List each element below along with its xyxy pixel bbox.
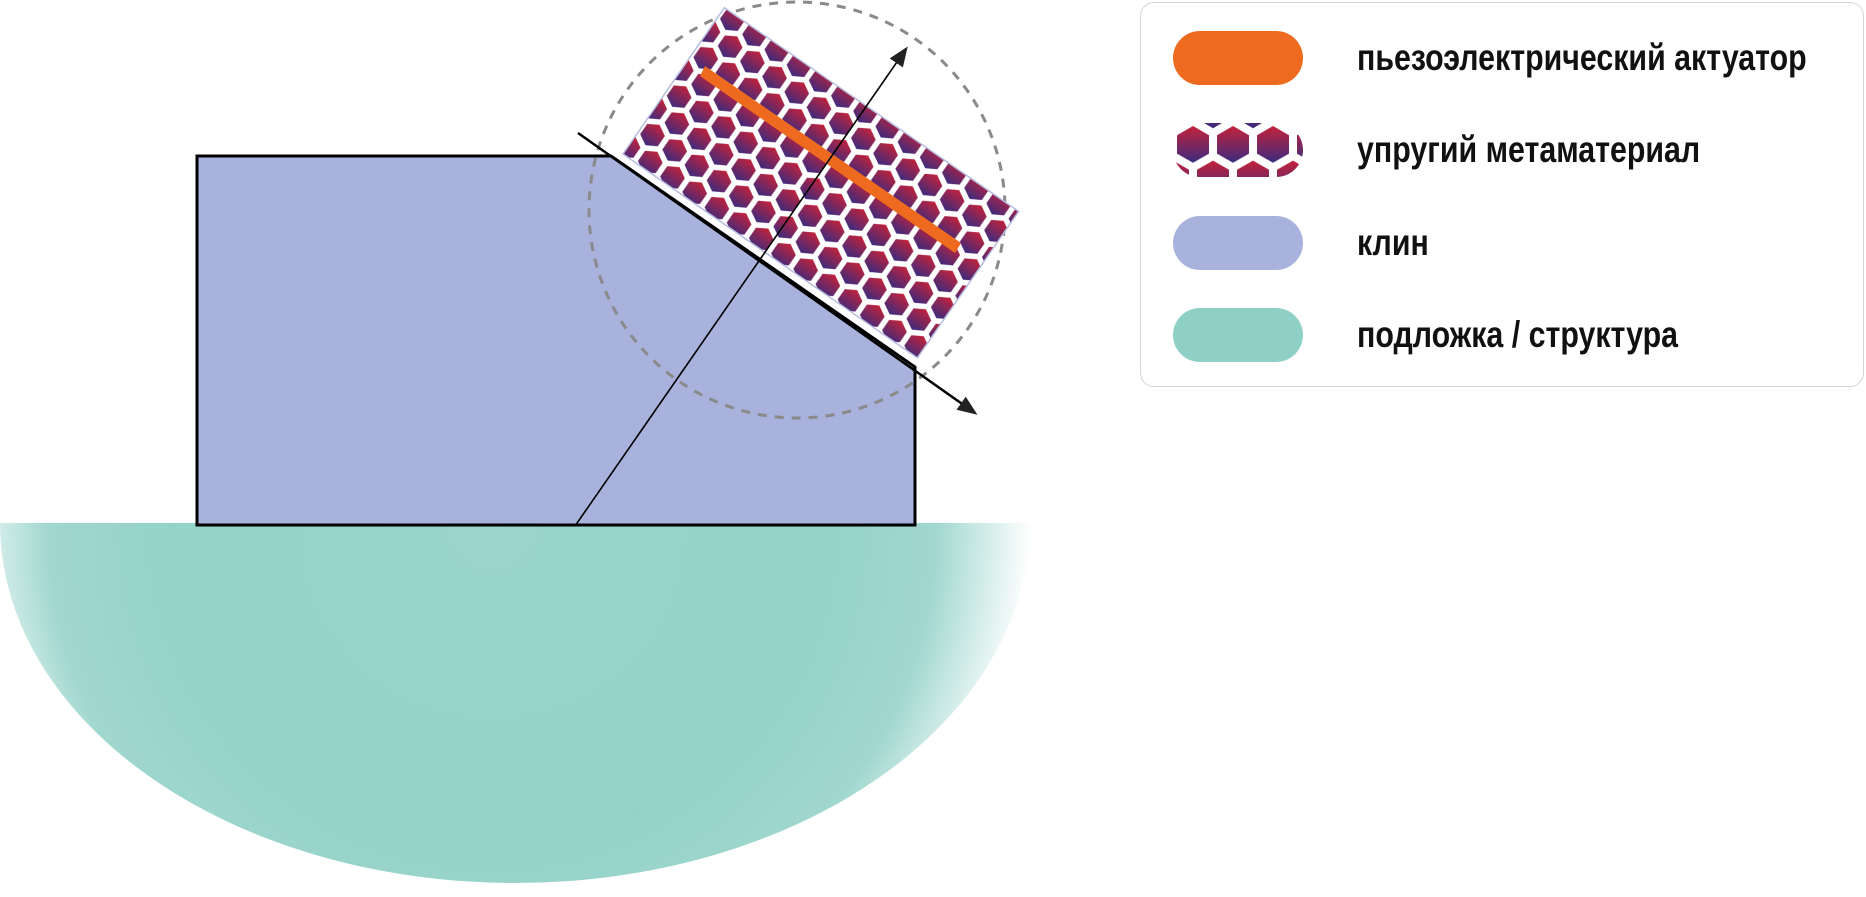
legend-item-metamaterial: упругий метаматериал bbox=[1173, 123, 1853, 179]
legend-label-wedge: клин bbox=[1357, 222, 1429, 263]
legend-label-substrate: подложка / структура bbox=[1357, 314, 1679, 355]
interface-axis-arrow bbox=[577, 131, 978, 415]
normal-axis-arrow bbox=[574, 46, 908, 527]
actuator-swatch bbox=[1173, 31, 1303, 85]
metamaterial-swatch bbox=[1173, 123, 1303, 177]
substrate bbox=[0, 523, 1030, 883]
substrate-swatch bbox=[1173, 308, 1303, 362]
wedge bbox=[195, 154, 917, 527]
legend-item-substrate: подложка / структура bbox=[1173, 308, 1853, 364]
legend-item-actuator: пьезоэлектрический актуатор bbox=[1173, 31, 1853, 87]
piezo-actuator bbox=[700, 66, 961, 253]
metamaterial-block bbox=[621, 6, 1020, 359]
legend-item-wedge: клин bbox=[1173, 216, 1853, 272]
legend: пьезоэлектрический актуатор упругий мета… bbox=[1140, 2, 1864, 387]
legend-label-actuator: пьезоэлектрический актуатор bbox=[1357, 37, 1807, 78]
wedge-swatch bbox=[1173, 216, 1303, 270]
legend-label-metamaterial: упругий метаматериал bbox=[1357, 129, 1701, 170]
